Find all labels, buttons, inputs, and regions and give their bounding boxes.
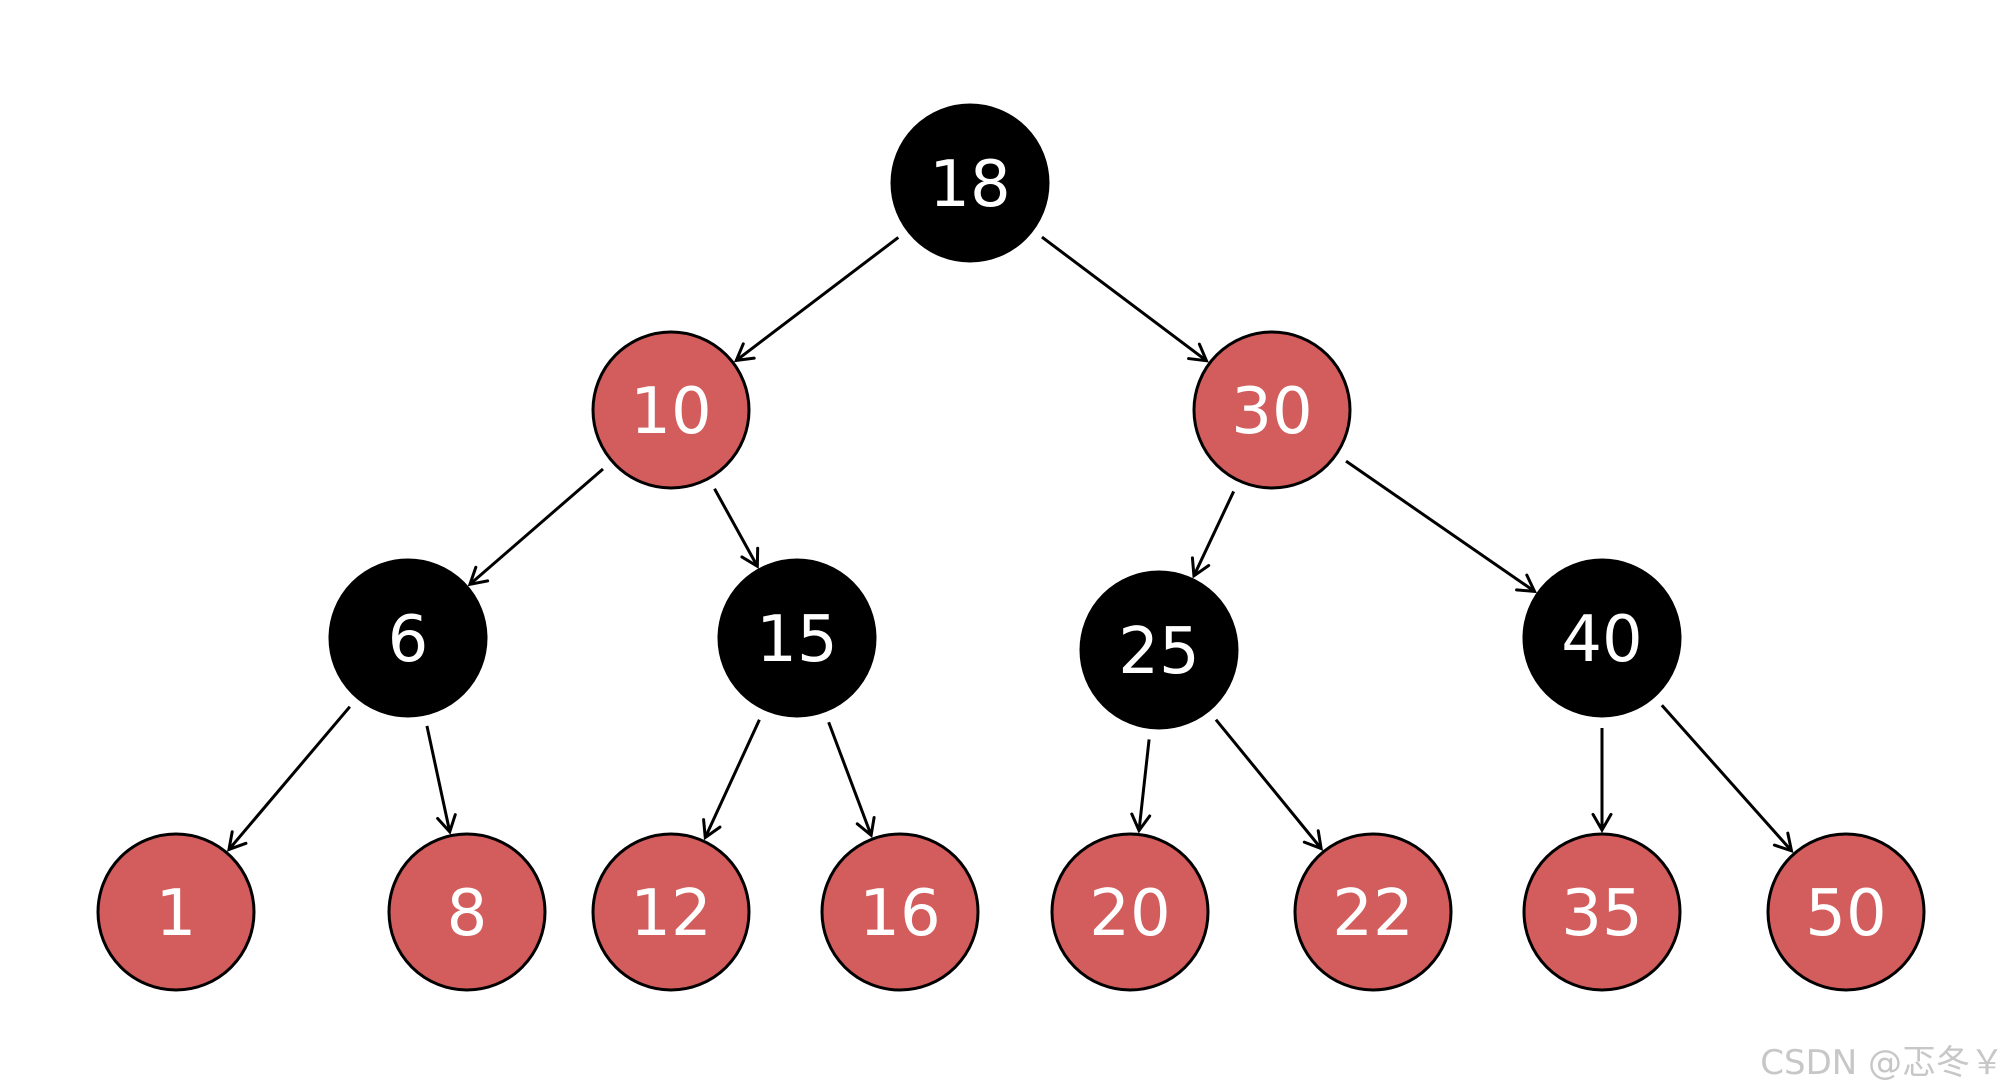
edge-n25-n20 — [1130, 739, 1152, 834]
node-circle-red — [591, 330, 751, 490]
edge-n30-n25 — [1190, 490, 1236, 579]
edge-n6-n8 — [425, 725, 457, 835]
node-label: 12 — [630, 877, 711, 951]
arrowhead — [733, 342, 756, 363]
edge-n10-n15 — [713, 488, 760, 569]
node-circle-black — [1522, 558, 1682, 718]
tree-node-16: 16 — [820, 832, 980, 992]
arrowhead — [1772, 831, 1794, 854]
node-label: 50 — [1805, 877, 1886, 951]
arrowhead — [467, 565, 490, 587]
edge-line — [735, 236, 900, 362]
node-label: 20 — [1089, 877, 1170, 951]
arrowhead — [227, 830, 248, 852]
node-label: 10 — [630, 375, 711, 449]
node-label: 6 — [388, 603, 429, 677]
node-label: 25 — [1118, 615, 1199, 689]
arrowhead — [855, 815, 876, 839]
tree-node-1: 1 — [96, 832, 256, 992]
edge-line — [703, 719, 761, 839]
node-circle-red — [1766, 832, 1926, 992]
node-circle-red — [820, 832, 980, 992]
node-circle-black — [1079, 570, 1239, 730]
edge-line — [1137, 739, 1151, 831]
watermark-text: CSDN @忑冬￥ — [1760, 1043, 2004, 1083]
arrowhead — [740, 546, 760, 569]
edge-line — [468, 467, 604, 586]
node-circle-black — [328, 558, 488, 718]
tree-node-8: 8 — [387, 832, 547, 992]
node-label: 40 — [1561, 603, 1642, 677]
node-label: 22 — [1332, 877, 1413, 951]
edge-line — [1214, 718, 1323, 850]
edge-n6-n1 — [227, 705, 351, 852]
edge-n18-n10 — [733, 236, 900, 363]
node-circle-black — [717, 558, 877, 718]
arrowhead — [1515, 573, 1538, 594]
node-circle-red — [96, 832, 256, 992]
tree-node-12: 12 — [591, 832, 751, 992]
edge-line — [713, 488, 759, 567]
node-label: 8 — [447, 877, 488, 951]
edge-n40-n35 — [1591, 728, 1613, 833]
node-label: 16 — [859, 877, 940, 951]
tree-node-20: 20 — [1050, 832, 1210, 992]
edge-line — [1041, 235, 1208, 362]
edge-n15-n12 — [702, 719, 761, 841]
edges-layer — [227, 235, 1794, 854]
node-label: 18 — [929, 148, 1010, 222]
edge-n25-n22 — [1214, 718, 1324, 851]
tree-node-18: 18 — [890, 103, 1050, 263]
node-label: 1 — [156, 877, 197, 951]
edge-line — [425, 725, 452, 833]
edge-line — [227, 705, 351, 851]
arrowhead — [1187, 342, 1209, 363]
tree-node-30: 30 — [1192, 330, 1352, 490]
tree-node-22: 22 — [1293, 832, 1453, 992]
node-label: 35 — [1561, 877, 1642, 951]
edge-n15-n16 — [827, 721, 876, 839]
arrowhead — [1302, 829, 1324, 851]
edge-n30-n40 — [1345, 459, 1538, 594]
node-label: 15 — [756, 603, 837, 677]
node-circle-red — [1050, 832, 1210, 992]
edge-line — [827, 721, 873, 836]
tree-node-6: 6 — [328, 558, 488, 718]
node-circle-red — [387, 832, 547, 992]
arrowhead — [1591, 812, 1613, 833]
tree-node-35: 35 — [1522, 832, 1682, 992]
node-circle-red — [1522, 832, 1682, 992]
edge-n18-n30 — [1041, 235, 1209, 363]
node-circle-black — [890, 103, 1050, 263]
tree-node-25: 25 — [1079, 570, 1239, 730]
node-circle-red — [591, 832, 751, 992]
edge-line — [1192, 490, 1236, 577]
edge-line — [1660, 704, 1793, 852]
arrowhead — [436, 813, 457, 835]
arrowhead — [1130, 812, 1152, 834]
edge-line — [1345, 459, 1536, 593]
node-circle-red — [1293, 832, 1453, 992]
arrowhead — [702, 818, 722, 841]
node-label: 30 — [1231, 375, 1312, 449]
tree-node-10: 10 — [591, 330, 751, 490]
edge-n40-n50 — [1660, 704, 1794, 854]
node-circle-red — [1192, 330, 1352, 490]
tree-node-40: 40 — [1522, 558, 1682, 718]
tree-node-50: 50 — [1766, 832, 1926, 992]
tree-node-15: 15 — [717, 558, 877, 718]
arrowhead — [1190, 556, 1211, 579]
edge-n10-n6 — [467, 467, 604, 587]
